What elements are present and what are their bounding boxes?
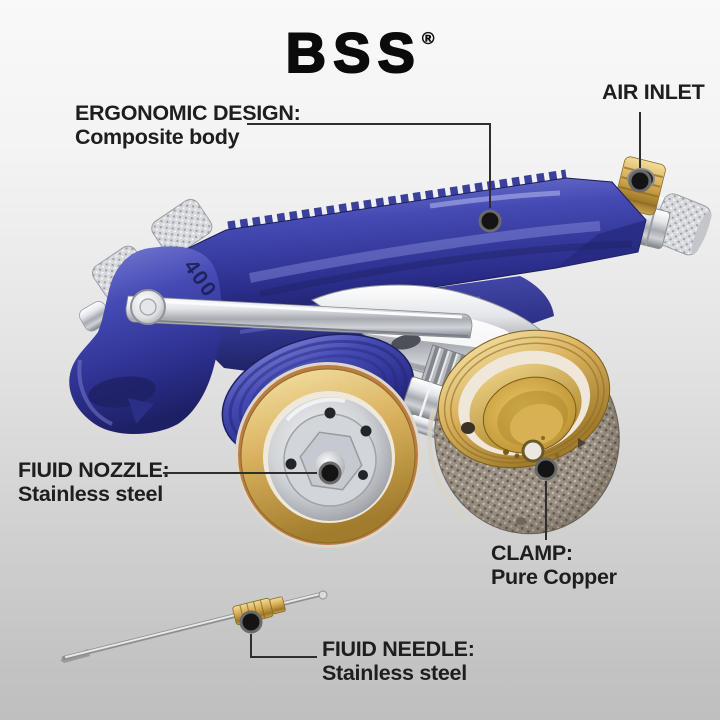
trigger <box>125 289 473 339</box>
callout-label-fluid-needle: FIUID NEEDLE: Stainless steel <box>322 637 475 685</box>
callout-line-fluid-needle <box>250 634 317 658</box>
callout-dot-fluid-needle <box>239 610 263 634</box>
callout-label-fluid-nozzle: FIUID NOZZLE: Stainless steel <box>18 458 170 507</box>
callout-subtitle: Stainless steel <box>18 482 163 507</box>
brand-name: BSS <box>285 20 422 85</box>
gun-barrel <box>175 169 647 321</box>
callout-dot-air-inlet <box>628 169 652 193</box>
callout-label-clamp: CLAMP: Pure Copper <box>491 541 617 589</box>
callout-title: ERGONOMIC DESIGN: <box>75 101 301 125</box>
registered-trademark-icon: ® <box>421 29 435 49</box>
callout-dot-fluid-nozzle <box>318 461 342 485</box>
callout-title: FIUID NOZZLE: <box>18 458 170 482</box>
callout-title: CLAMP: <box>491 541 573 565</box>
clamp-cup <box>427 329 620 535</box>
callout-title: AIR INLET <box>602 80 705 104</box>
brand-logo: BSS® <box>0 20 720 85</box>
callout-label-ergonomic-design: ERGONOMIC DESIGN: Composite body <box>75 101 301 150</box>
gun-handle-body: 400 <box>69 246 222 435</box>
callout-subtitle: Stainless steel <box>322 661 467 686</box>
callout-dot-ergonomic <box>478 209 502 233</box>
callout-label-air-inlet: AIR INLET <box>602 80 705 104</box>
callout-line-ergonomic <box>247 123 491 208</box>
callout-subtitle: Pure Copper <box>491 565 617 590</box>
callout-title: FIUID NEEDLE: <box>322 637 475 661</box>
callout-subtitle: Composite body <box>75 125 240 150</box>
callout-dot-clamp <box>534 457 558 481</box>
clamp-center-hole <box>521 439 545 463</box>
